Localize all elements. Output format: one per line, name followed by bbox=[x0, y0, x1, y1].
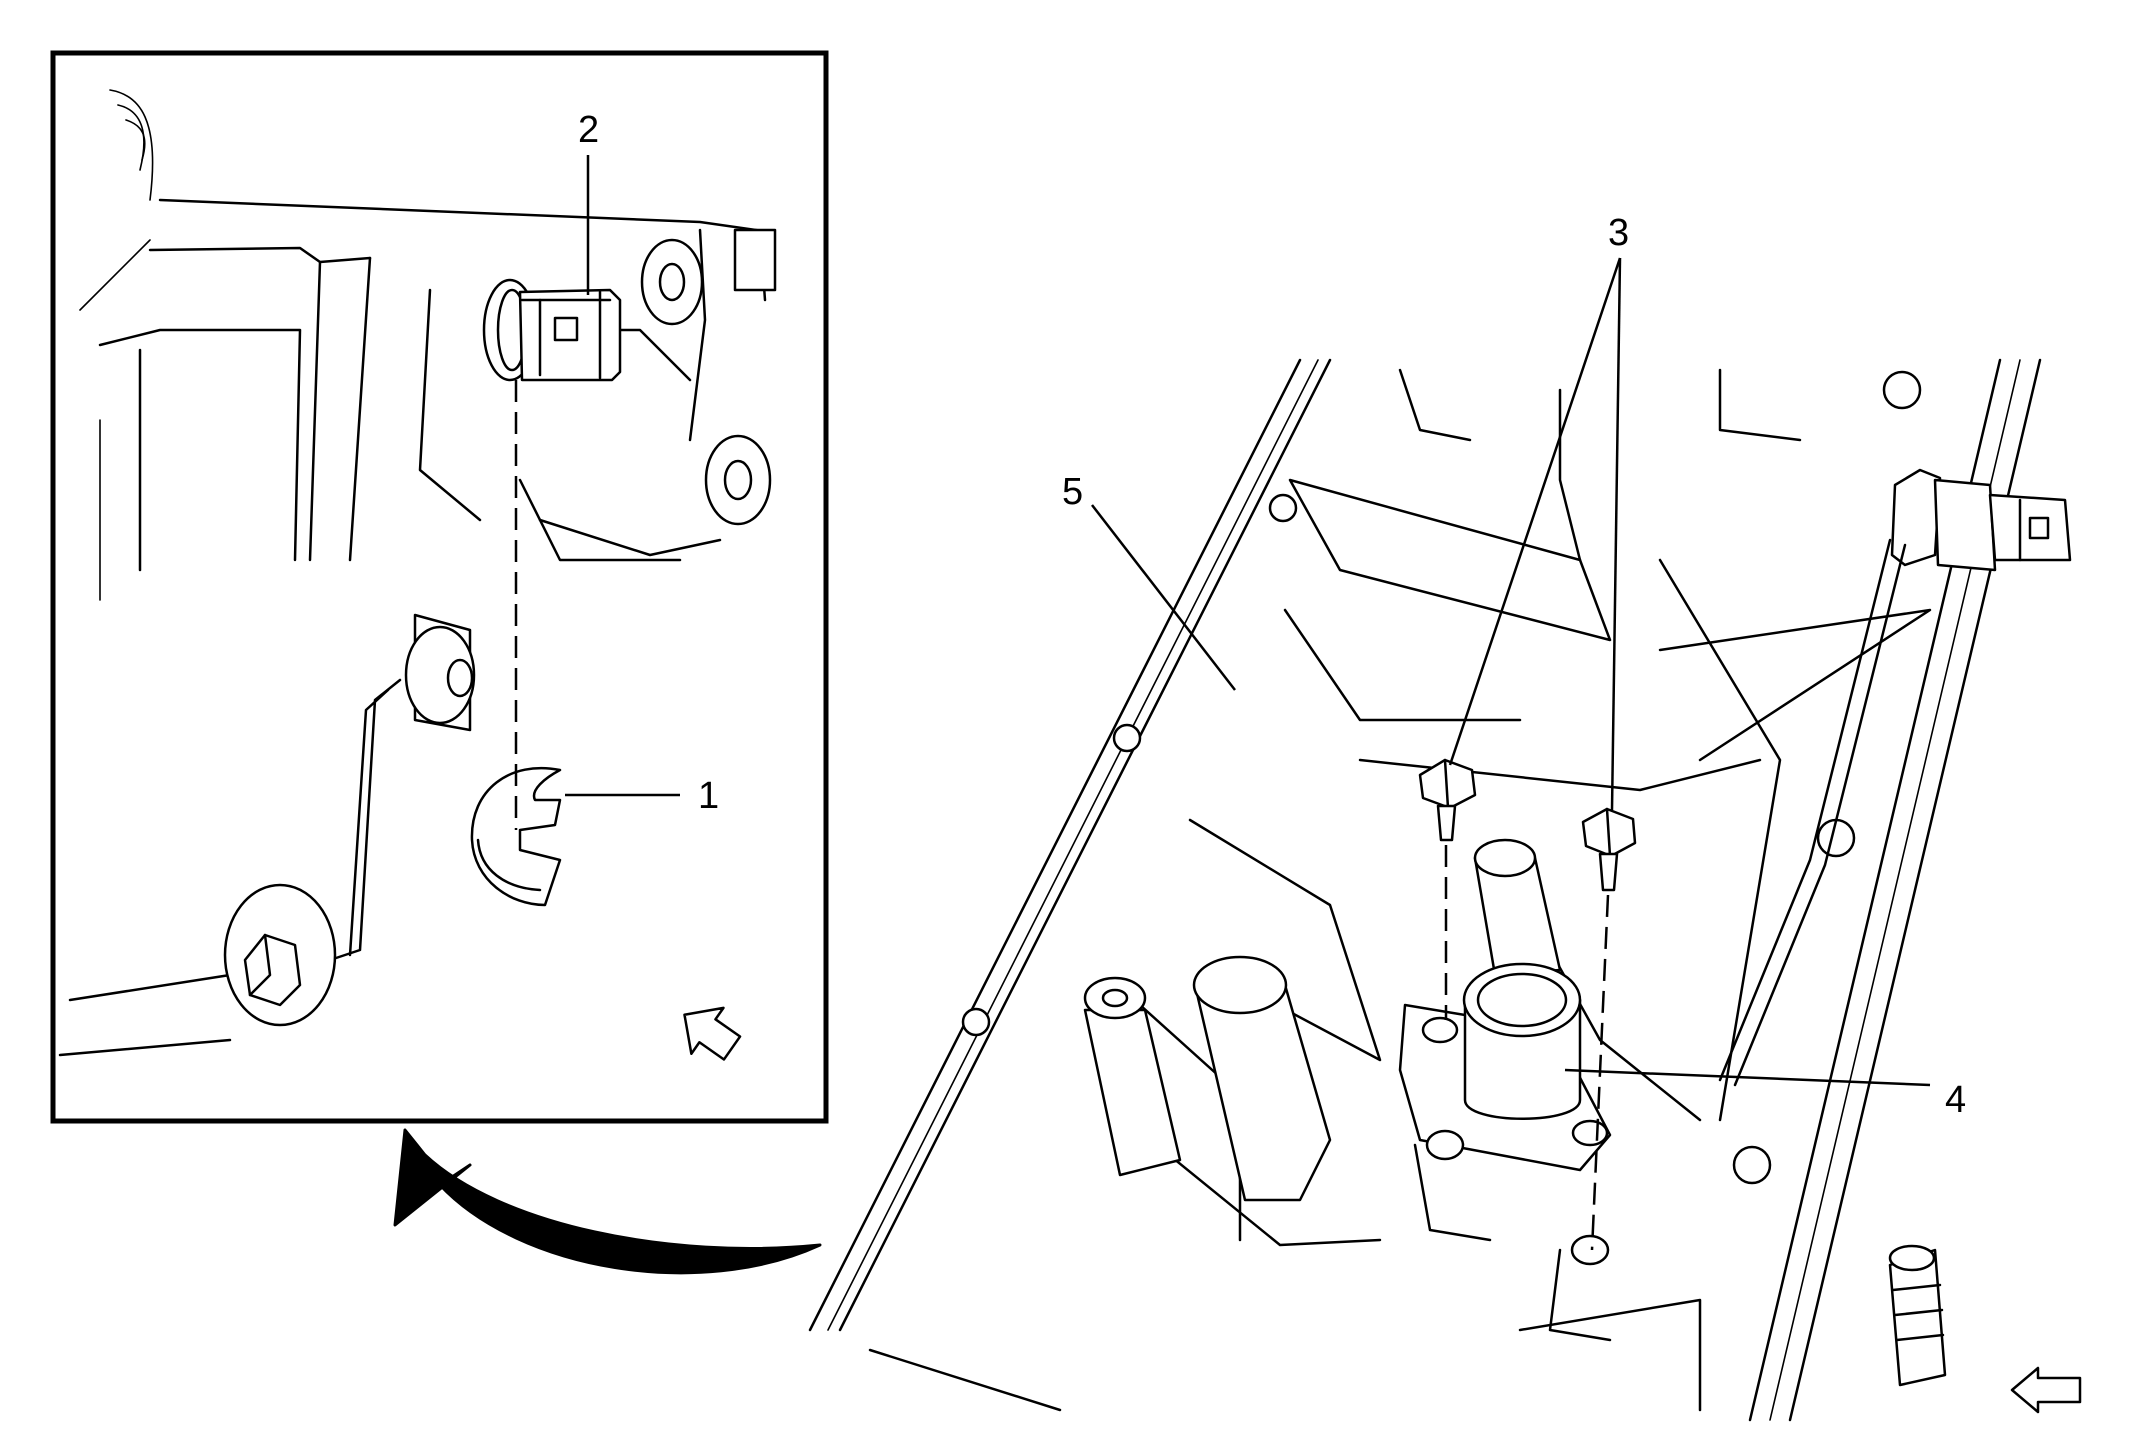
oil-pan-rails bbox=[808, 358, 2042, 1422]
bolt-3-left bbox=[1418, 758, 1477, 842]
curved-arrow-icon bbox=[393, 1128, 822, 1275]
harness-connector bbox=[1718, 468, 2072, 1087]
mount-hole-right bbox=[1570, 1234, 1610, 1266]
retaining-clip-1 bbox=[470, 766, 562, 907]
callout-1: 1 bbox=[698, 775, 719, 817]
housing-casting bbox=[58, 89, 772, 1057]
pan-bosses bbox=[1083, 838, 1562, 1202]
mounting-boss-middle bbox=[704, 434, 772, 526]
solenoid-4 bbox=[1398, 962, 1612, 1172]
rail-bolt-holes bbox=[961, 370, 1922, 1185]
main-assembly: 3 4 5 bbox=[808, 212, 2082, 1422]
pan-inner-structure bbox=[868, 368, 1932, 1412]
mounting-boss-upper bbox=[640, 228, 777, 326]
inset-frame bbox=[50, 50, 829, 1124]
callout-4: 4 bbox=[1945, 1079, 1966, 1121]
view-direction-arrow-icon bbox=[2010, 1366, 2082, 1414]
mounting-boss-lower bbox=[404, 613, 476, 732]
ground-bolt bbox=[223, 883, 337, 1027]
view-direction-arrow-icon bbox=[683, 1006, 742, 1061]
callout-5: 5 bbox=[1062, 471, 1083, 513]
hose-fitting bbox=[1888, 1244, 1947, 1387]
bolt-3-right bbox=[1581, 807, 1637, 892]
mount-hole-left bbox=[1425, 1129, 1465, 1161]
connector-2 bbox=[482, 278, 622, 382]
callout-2: 2 bbox=[578, 109, 599, 151]
callout-3: 3 bbox=[1608, 212, 1629, 254]
detail-inset: 1 2 bbox=[50, 50, 829, 1124]
